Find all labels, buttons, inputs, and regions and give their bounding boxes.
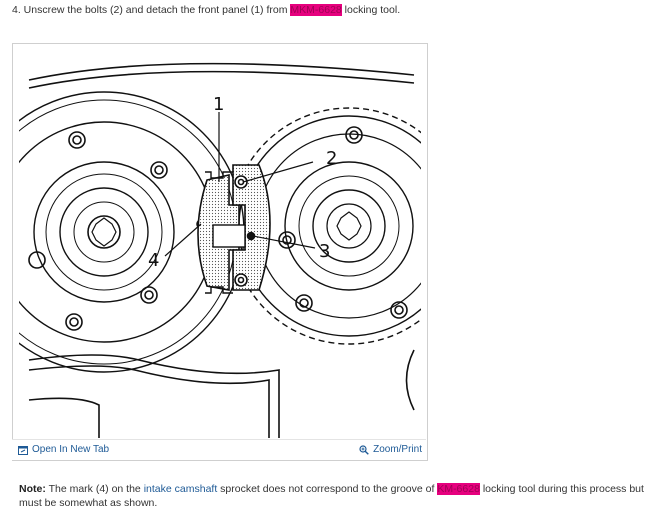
step-text-prefix: 4. Unscrew the bolts (2) and detach the … — [12, 4, 291, 16]
tool-highlight: MKM-6628 — [290, 4, 342, 16]
note-tool-highlight: KM-6628 — [437, 483, 480, 495]
step-instruction: 4. Unscrew the bolts (2) and detach the … — [12, 3, 642, 17]
zoom-print-link[interactable]: Zoom/Print — [359, 444, 422, 455]
callout-1: 1 — [213, 94, 224, 115]
callout-4: 4 — [148, 250, 159, 271]
figure-container: 1 2 3 4 Open In New Tab Zoom/Print — [12, 43, 428, 461]
note-label: Note: — [19, 483, 46, 495]
callout-3: 3 — [319, 241, 330, 262]
zoom-icon — [359, 444, 369, 455]
note-text-2: sprocket does not correspond to the groo… — [217, 483, 438, 495]
callout-2: 2 — [326, 148, 337, 169]
zoom-print-label: Zoom/Print — [373, 444, 422, 455]
note-text-1: The mark (4) on the — [45, 483, 144, 495]
open-new-tab-link[interactable]: Open In New Tab — [18, 444, 109, 455]
figure-toolbar: Open In New Tab Zoom/Print — [12, 439, 426, 460]
note-text-3: locking tool during this process but mus… — [19, 483, 644, 509]
open-new-tab-label: Open In New Tab — [32, 444, 110, 455]
locking-tool — [197, 164, 271, 294]
intake-camshaft-link[interactable]: intake camshaft — [143, 483, 218, 495]
open-tab-icon — [18, 445, 28, 455]
step-text-suffix: locking tool. — [341, 4, 401, 16]
camshaft-locking-tool-diagram: 1 2 3 4 — [19, 62, 421, 438]
note-paragraph: Note: The mark (4) on the intake camshaf… — [19, 482, 644, 510]
